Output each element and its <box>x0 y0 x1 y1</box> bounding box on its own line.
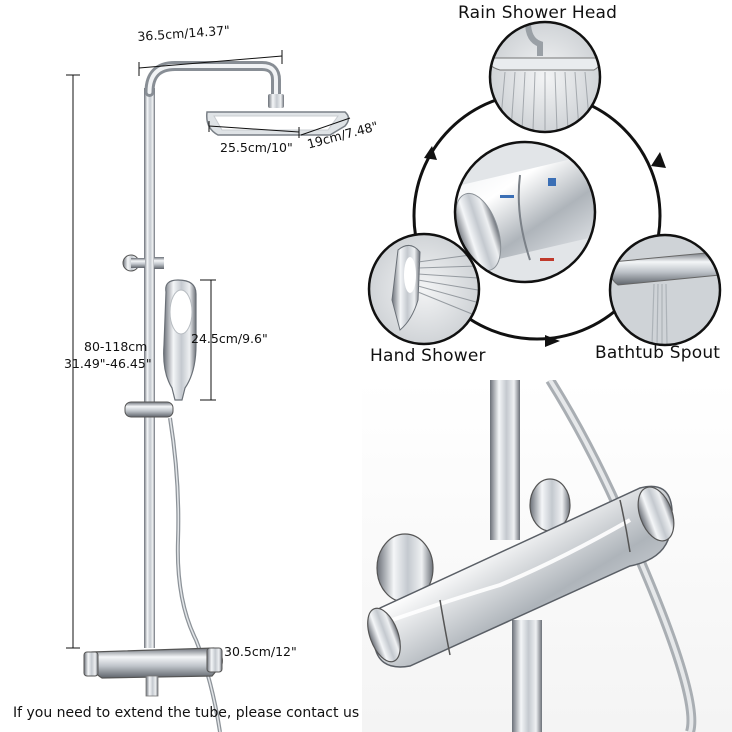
arrow-right-icon <box>651 152 666 168</box>
slide-holder <box>124 401 174 418</box>
bathtub-spout-label: Bathtub Spout <box>595 343 721 363</box>
hand-shower-length-label: 24.5cm/9.6" <box>191 331 268 346</box>
footer-note: If you need to extend the tube, please c… <box>13 705 360 721</box>
valve-closeup-circle <box>453 140 597 284</box>
shower-hose <box>168 417 222 732</box>
mixer-width-label: 30.5cm/12" <box>224 644 297 659</box>
dimension-lines <box>66 50 351 649</box>
vertical-rail <box>144 88 155 648</box>
shower-arm <box>144 61 281 101</box>
hand-mode-circle <box>367 232 481 346</box>
arrow-left-icon <box>424 146 437 160</box>
spout-mode-circle <box>608 233 722 347</box>
thermostatic-mixer <box>90 647 223 679</box>
shower-column-diagram <box>66 50 351 732</box>
rain-shower-head-label: Rain Shower Head <box>458 3 618 23</box>
hand-shower-label: Hand Shower <box>370 346 486 366</box>
height-inch-label: 31.49"-46.45" <box>64 356 152 371</box>
height-cm-label: 80-118cm <box>84 339 148 354</box>
head-length-label: 25.5cm/10" <box>220 140 293 155</box>
arrow-bottom-icon <box>545 335 560 347</box>
function-diagram <box>367 20 722 347</box>
mixer-closeup <box>362 380 732 732</box>
rain-mode-circle <box>488 20 602 134</box>
head-connector <box>268 94 284 108</box>
